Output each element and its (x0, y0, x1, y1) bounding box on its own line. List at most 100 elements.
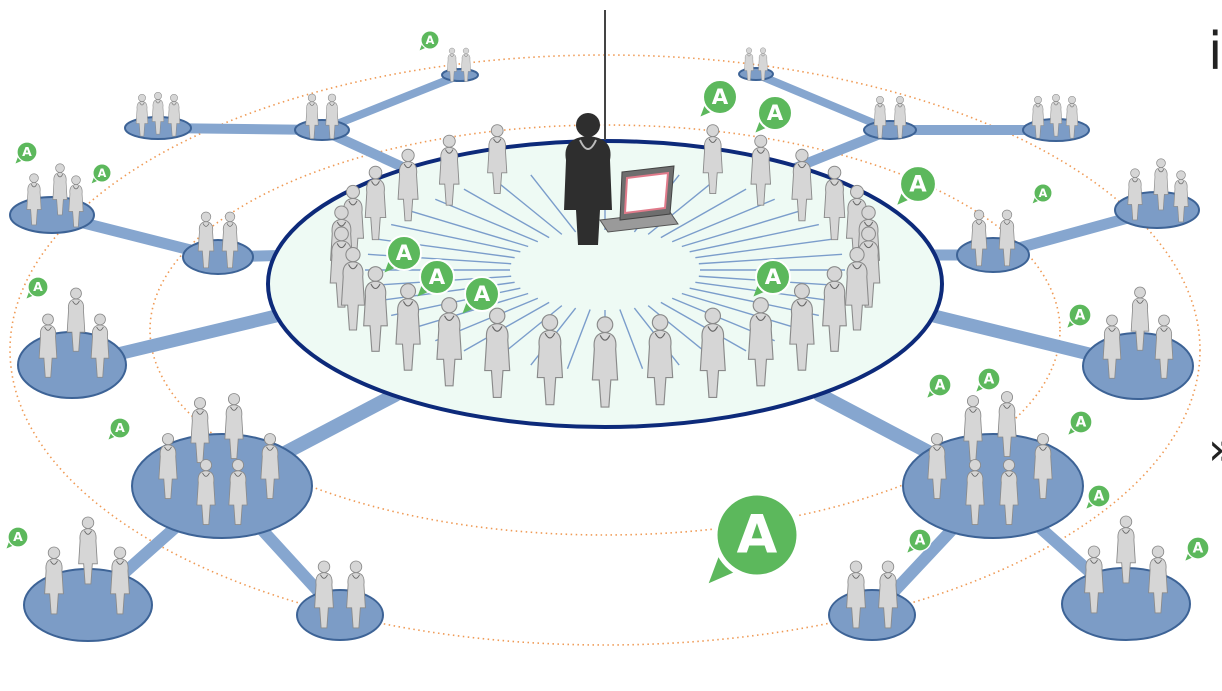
person-icon (436, 297, 463, 387)
person-icon (1084, 545, 1104, 614)
group-node (738, 47, 774, 81)
bubble-label: A (1075, 308, 1086, 324)
person-icon (844, 246, 870, 331)
spoke-line (660, 301, 747, 352)
person-icon (68, 175, 84, 228)
speech-bubble-icon: A (700, 78, 739, 117)
person-icon (822, 266, 847, 352)
person-icon (702, 124, 723, 194)
speech-bubble-icon: A (108, 417, 131, 440)
person-icon (38, 313, 58, 378)
person-icon (744, 47, 754, 81)
bubble-label: A (33, 279, 43, 294)
person-icon (750, 134, 772, 206)
group-node (441, 47, 479, 82)
bubble-label: A (429, 265, 446, 290)
bubble-label: A (13, 529, 23, 544)
person-icon (314, 560, 334, 629)
bubble-label: A (984, 372, 995, 388)
bubble-label: A (1076, 415, 1087, 431)
speech-bubble-icon: A (755, 94, 794, 133)
person-icon (878, 560, 898, 629)
spoke-line (463, 188, 550, 239)
group-node-base (182, 239, 254, 275)
hub-platform (266, 139, 944, 429)
group-node-base (296, 589, 384, 641)
person-icon (873, 95, 887, 139)
group-node (9, 163, 95, 234)
spoke-line (495, 180, 563, 235)
group-node (296, 560, 384, 641)
spoke-line (681, 210, 800, 248)
person-icon (997, 391, 1017, 458)
speech-bubble-icon: A (753, 258, 792, 297)
group-node (1022, 93, 1090, 142)
group-node (828, 560, 916, 641)
speech-bubble-icon: A (1086, 484, 1111, 509)
bubble-label: A (396, 241, 413, 266)
person-icon (363, 266, 388, 352)
spoke-line (671, 198, 775, 243)
person-icon (998, 209, 1016, 267)
bubble-label: A (915, 533, 926, 549)
person-icon (228, 459, 248, 526)
person-icon (196, 459, 216, 526)
person-icon (325, 93, 339, 139)
person-icon (999, 459, 1019, 526)
person-icon (260, 433, 280, 500)
group-node (294, 93, 350, 141)
group-node (1061, 515, 1191, 641)
spoke-line (391, 223, 521, 253)
speech-bubble-icon: A (976, 367, 1001, 392)
person-icon (1154, 314, 1174, 379)
speech-bubble-icon: A (6, 526, 29, 549)
person-icon (461, 47, 471, 82)
group-node (902, 391, 1084, 539)
bubble-label: A (1193, 541, 1204, 557)
person-icon (484, 307, 511, 399)
bubble-label: A (474, 282, 491, 307)
edge-glyph-top: i (1208, 22, 1222, 82)
person-icon (1031, 95, 1045, 139)
group-node (131, 393, 313, 539)
person-icon (346, 560, 366, 629)
person-icon (190, 397, 210, 464)
group-node (182, 211, 254, 275)
person-icon (789, 283, 815, 371)
person-icon (536, 314, 564, 406)
group-node (17, 287, 127, 399)
bubble-label: A (115, 420, 125, 435)
satellite-groups (9, 47, 1200, 642)
person-icon (26, 173, 42, 226)
person-icon (158, 433, 178, 500)
group-node (124, 91, 192, 140)
person-icon (52, 163, 68, 216)
person-icon (364, 165, 387, 241)
group-node-base (828, 589, 916, 641)
person-icon (438, 134, 460, 206)
group-node (956, 209, 1030, 273)
person-icon (224, 393, 244, 460)
group-node-base (131, 433, 313, 539)
spoke-line (435, 198, 539, 243)
spoke-line (689, 223, 819, 253)
speech-bubble-icon: A (1032, 183, 1053, 204)
person-icon (646, 314, 674, 406)
person-icon (846, 560, 866, 629)
bubble-label: A (426, 34, 435, 47)
person-icon (791, 148, 813, 222)
person-icon (151, 91, 165, 135)
doctor-icon (564, 113, 612, 245)
bubble-label: A (737, 505, 778, 566)
person-icon (44, 546, 64, 615)
person-icon (1033, 433, 1053, 500)
group-node-base (17, 331, 127, 399)
spoke-line (681, 292, 800, 330)
bubble-label: A (765, 265, 782, 290)
person-icon (397, 148, 419, 222)
person-icon (927, 433, 947, 500)
person-icon (1127, 168, 1143, 221)
group-node-base (294, 119, 350, 141)
spoke-line (410, 292, 529, 330)
spoke-line (530, 174, 577, 233)
